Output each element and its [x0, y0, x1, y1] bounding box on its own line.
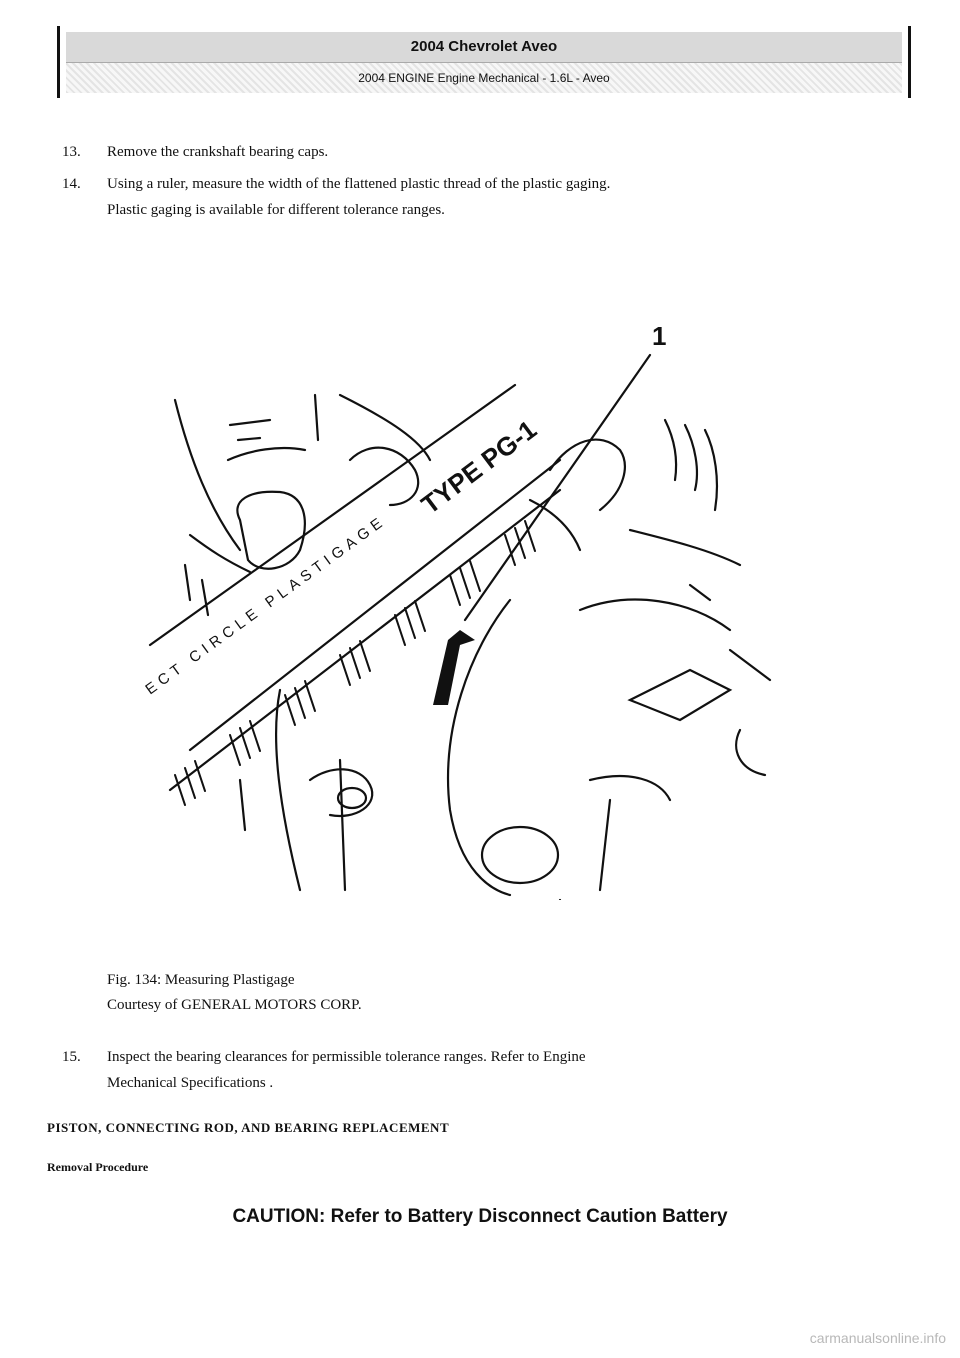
- step-number: 13.: [62, 144, 81, 160]
- step-text-line-1: Using a ruler, measure the width of the …: [107, 176, 611, 192]
- step-text-line-2: Plastic gaging is available for differen…: [107, 202, 445, 218]
- figure-courtesy: Courtesy of GENERAL MOTORS CORP.: [107, 997, 362, 1013]
- document-title: 2004 Chevrolet Aveo: [66, 32, 902, 63]
- step-text-line-2: Mechanical Specifications .: [107, 1075, 274, 1091]
- gauge-brand-label: ECT CIRCLE PLASTIGAGE: [142, 512, 389, 698]
- page-header: 2004 Chevrolet Aveo 2004 ENGINE Engine M…: [57, 26, 911, 98]
- plastigage-figure: 1 TYPE PG-1 ECT CIRCLE PLASTIGAGE: [142, 321, 772, 900]
- figure-caption: Fig. 134: Measuring Plastigage: [107, 972, 295, 988]
- step-text: Remove the crankshaft bearing caps.: [107, 144, 329, 160]
- caution-notice: CAUTION: Refer to Battery Disconnect Cau…: [232, 1206, 728, 1227]
- step-text-line-1: Inspect the bearing clearances for permi…: [107, 1049, 586, 1065]
- section-title: PISTON, CONNECTING ROD, AND BEARING REPL…: [47, 1120, 450, 1135]
- subsection-title: Removal Procedure: [47, 1160, 149, 1174]
- step-number: 15.: [62, 1049, 81, 1065]
- gauge-type-label: TYPE PG-1: [416, 414, 543, 520]
- document-subtitle: 2004 ENGINE Engine Mechanical - 1.6L - A…: [66, 63, 902, 93]
- step-number: 14.: [62, 176, 81, 192]
- watermark: carmanualsonline.info: [809, 1330, 946, 1346]
- callout-label: 1: [652, 321, 666, 351]
